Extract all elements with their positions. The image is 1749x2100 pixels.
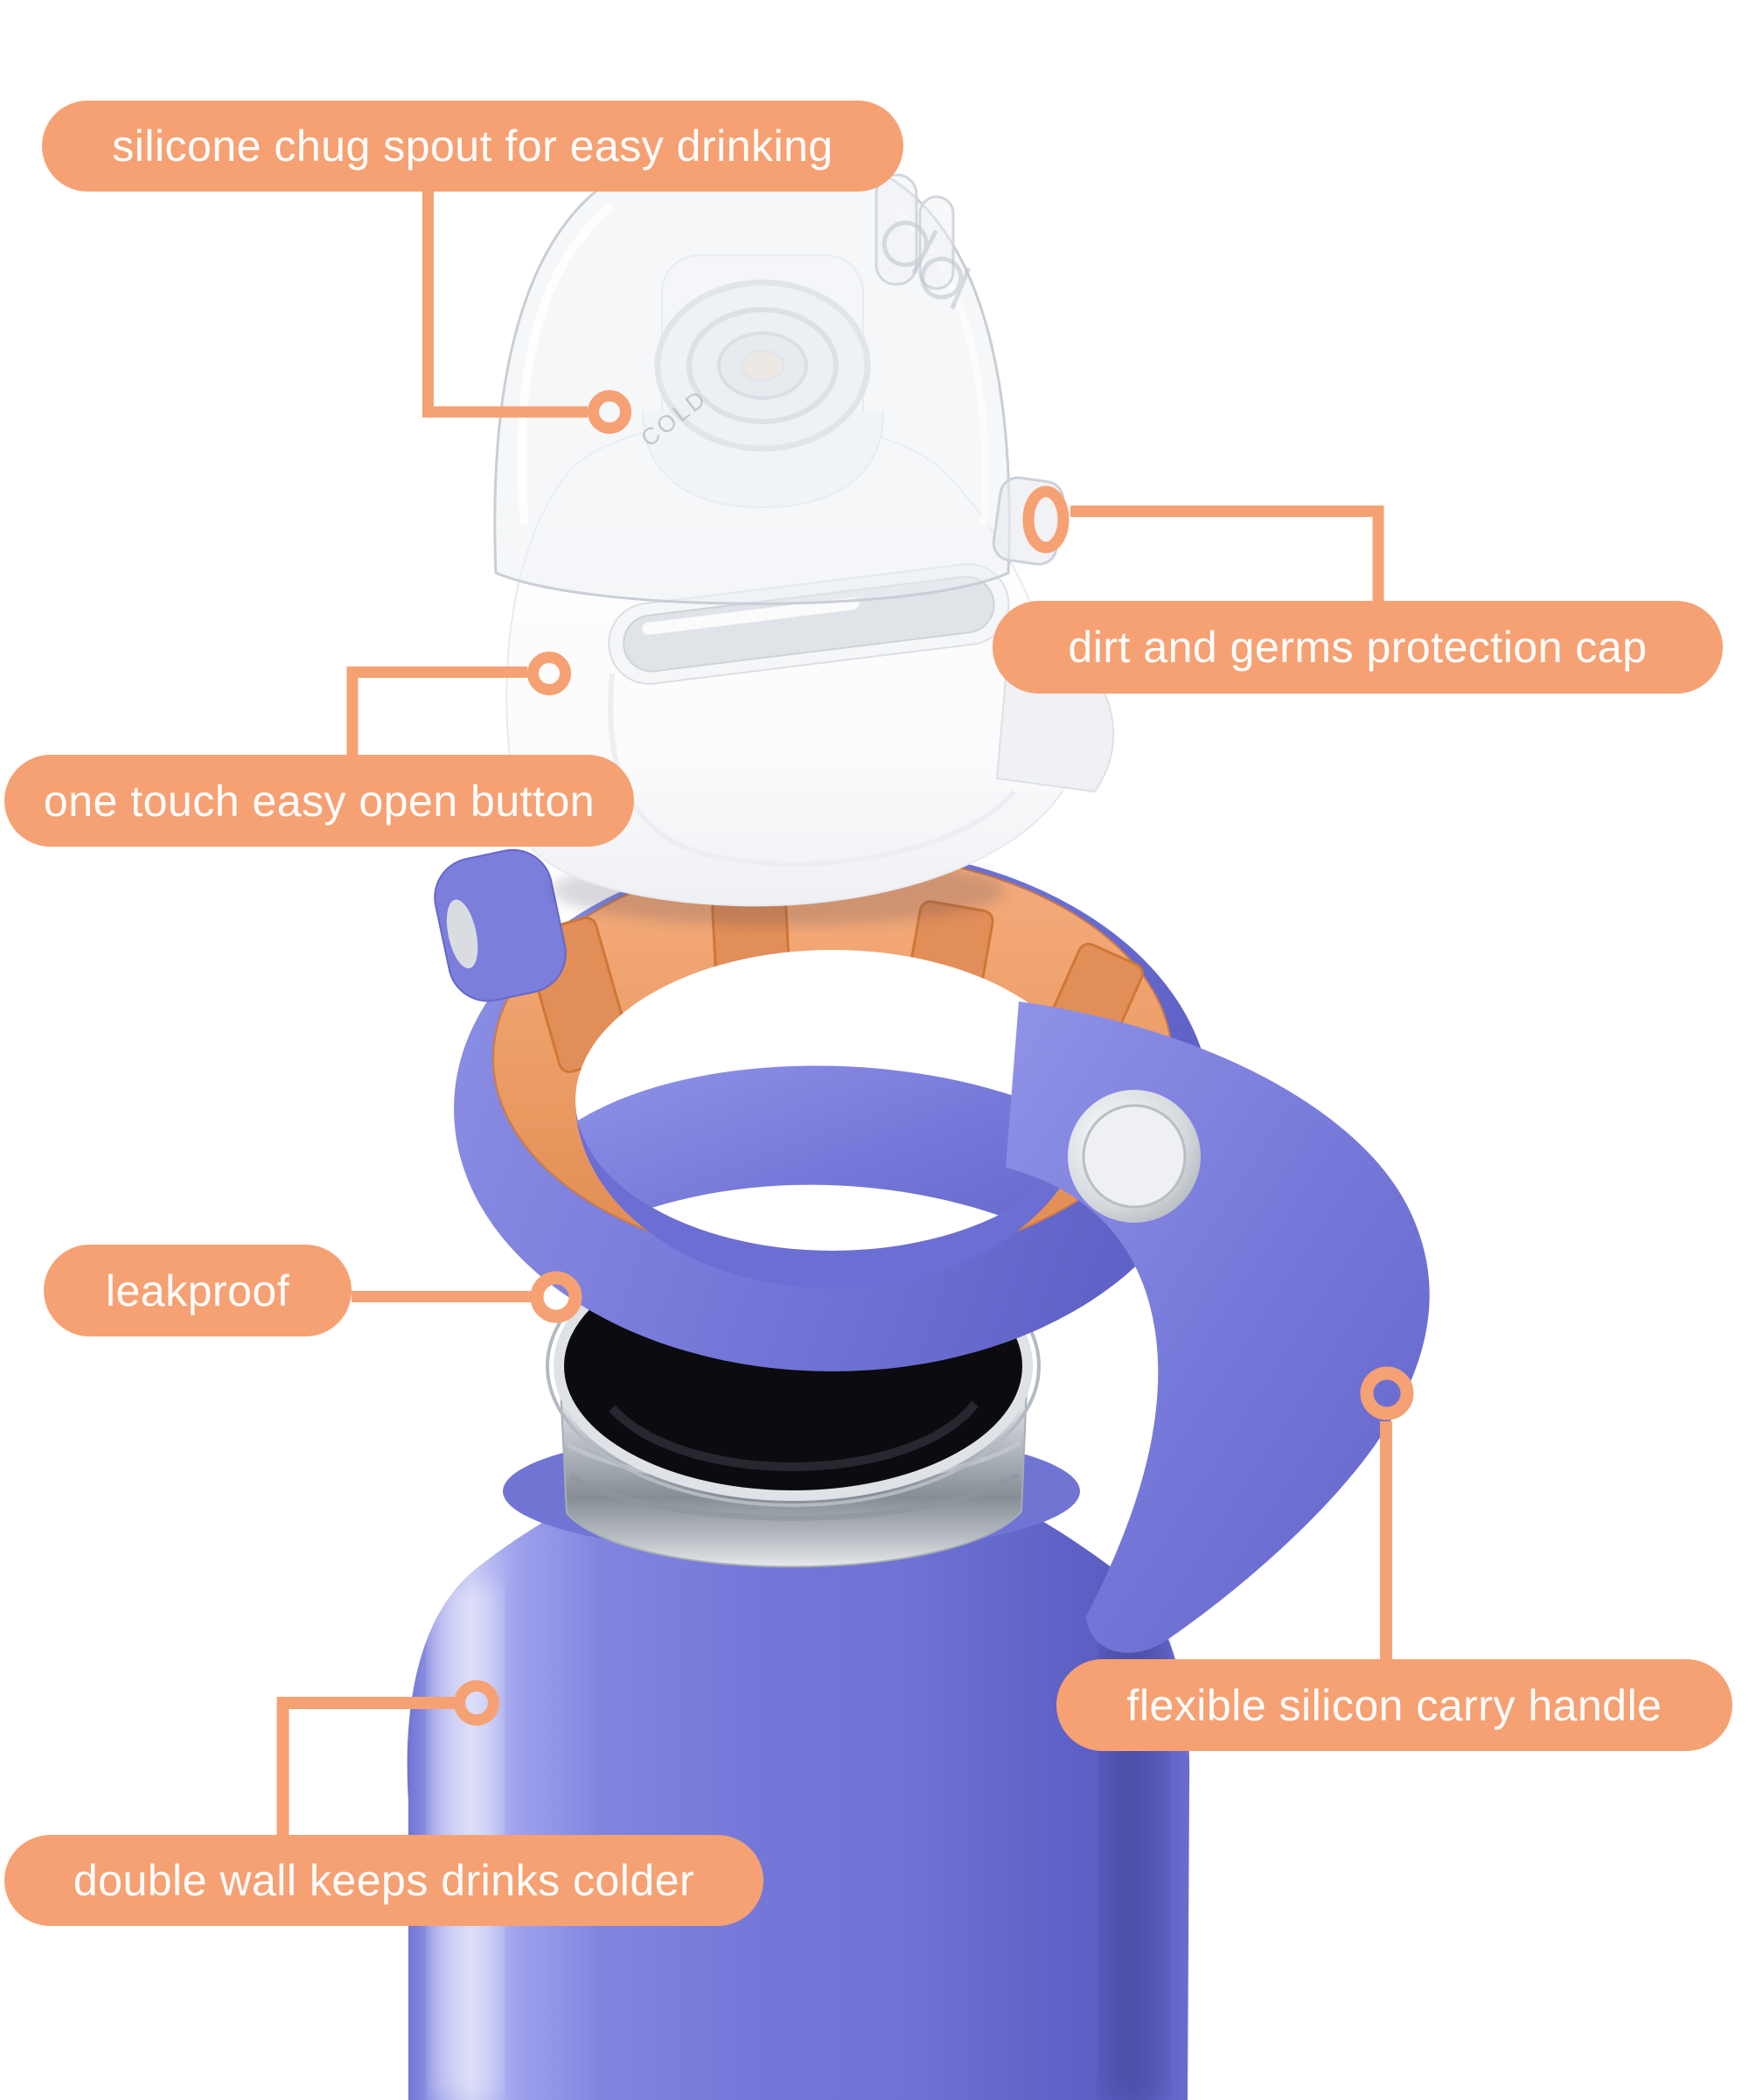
label-carry-handle-text: flexible silicon carry handle: [1126, 1680, 1662, 1730]
protection-cap-dome: COLD: [493, 156, 1065, 605]
anchor-ring-open-button: [527, 652, 571, 695]
label-leakproof-text: leakproof: [105, 1266, 290, 1315]
carry-handle-strap: [1006, 1001, 1430, 1653]
label-open-button: one touch easy open button: [4, 755, 634, 847]
label-double-wall: double wall keeps drinks colder: [4, 1835, 763, 1926]
label-carry-handle: flexible silicon carry handle: [1056, 1659, 1732, 1751]
brand-embossing: [881, 220, 972, 310]
label-protection-cap-text: dirt and germs protection cap: [1068, 623, 1648, 672]
connector-open-button: [346, 652, 571, 755]
label-double-wall-text: double wall keeps drinks colder: [73, 1856, 695, 1905]
anchor-ring-leakproof: [530, 1271, 582, 1323]
lid-right-ledge: [995, 676, 1115, 793]
connector-chug-spout: [422, 191, 631, 434]
label-open-button-text: one touch easy open button: [43, 776, 596, 826]
label-protection-cap: dirt and germs protection cap: [993, 601, 1723, 694]
anchor-ring-carry-handle: [1360, 1366, 1414, 1420]
anchor-ring-protection-cap: [1022, 485, 1070, 554]
anchor-ring-chug-spout: [588, 390, 631, 434]
lid-ring: [434, 847, 1211, 1371]
connector-leakproof: [352, 1271, 582, 1323]
label-chug-spout-text: silicone chug spout for easy drinking: [112, 122, 833, 171]
strap-left-anchor: [434, 848, 567, 1002]
connector-protection-cap: [1022, 485, 1384, 603]
label-leakproof: leakproof: [44, 1245, 352, 1336]
connector-carry-handle: [1360, 1366, 1414, 1659]
anchor-ring-double-wall: [454, 1680, 499, 1726]
label-chug-spout: silicone chug spout for easy drinking: [42, 101, 903, 192]
connector-double-wall: [276, 1680, 499, 1835]
